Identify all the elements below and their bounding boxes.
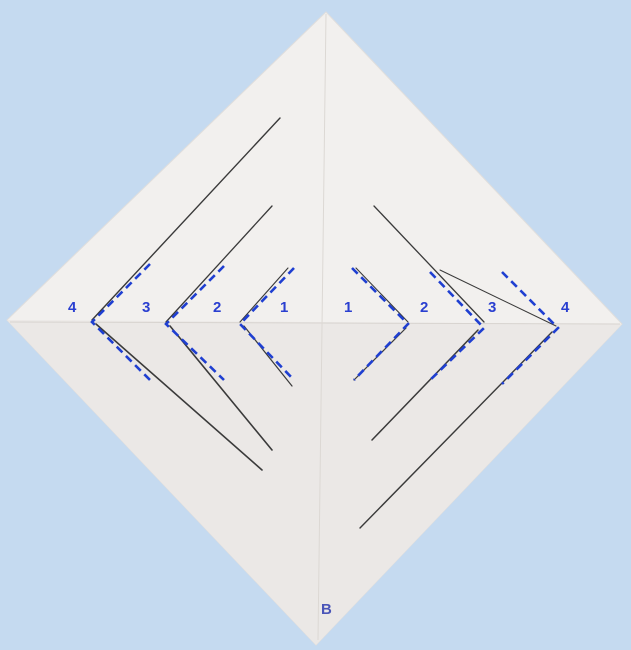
paper-lower-shade bbox=[7, 320, 622, 645]
slit-outer-right-upper bbox=[439, 269, 557, 327]
slit-inner-right-upper bbox=[355, 267, 409, 323]
slit-outer-left-upper bbox=[91, 117, 281, 321]
cut-guide-left-4 bbox=[90, 263, 151, 381]
slit-mid-right-lower bbox=[371, 329, 479, 441]
slit-mid-left-lower bbox=[169, 325, 273, 451]
label-left-3: 3 bbox=[142, 299, 150, 316]
slit-outer-left-lower bbox=[95, 323, 263, 471]
fold-crease-vertical bbox=[317, 13, 327, 641]
slit-mid-left-upper bbox=[165, 205, 273, 323]
label-right-1: 1 bbox=[344, 299, 352, 316]
label-left-2: 2 bbox=[213, 299, 221, 316]
label-left-1: 1 bbox=[280, 299, 288, 316]
cut-guide-left-3 bbox=[164, 265, 225, 381]
label-right-4: 4 bbox=[561, 299, 570, 316]
fold-crease-horizontal bbox=[9, 321, 621, 325]
cut-guide-right-4 bbox=[501, 271, 560, 385]
label-right-3: 3 bbox=[488, 299, 496, 316]
slit-mid-right-upper bbox=[373, 205, 485, 323]
right-number-labels: 1 2 3 4 bbox=[344, 299, 570, 316]
label-right-2: 2 bbox=[420, 299, 428, 316]
left-number-labels: 4 3 2 1 bbox=[68, 299, 288, 316]
label-bottom-b: B bbox=[321, 601, 332, 618]
cut-guide-right-1 bbox=[351, 267, 410, 381]
label-left-4: 4 bbox=[68, 299, 77, 316]
slit-inner-left-upper bbox=[239, 267, 289, 323]
dashed-cut-guides bbox=[90, 263, 560, 385]
